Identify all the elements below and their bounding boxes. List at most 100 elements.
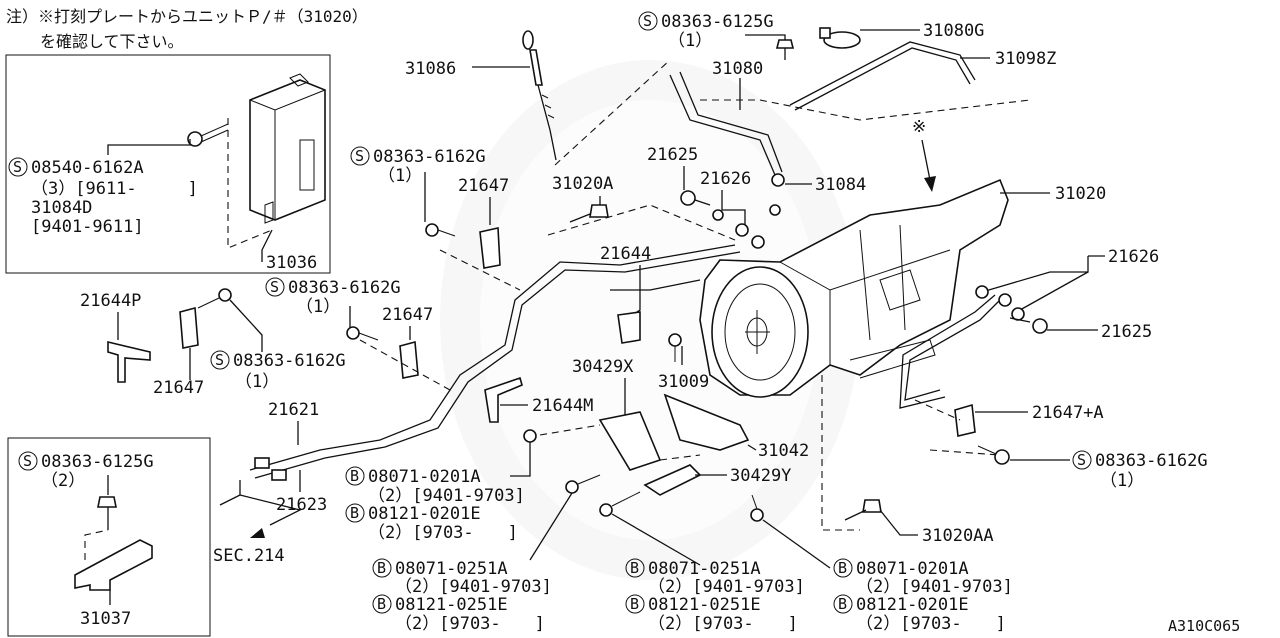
- label-31080: 31080: [712, 59, 763, 79]
- s4-qty: （1）: [235, 372, 279, 392]
- s1-qty: （1）: [668, 31, 712, 51]
- b6-qty: （2）[9401-9703]: [648, 577, 805, 597]
- s6-code: 08363-6125G: [41, 452, 154, 472]
- label-21626-right: 21626: [1108, 247, 1159, 267]
- screw-icon: [187, 123, 229, 147]
- s3-qty: （1）: [296, 297, 340, 317]
- bolt-icon-9: [599, 491, 641, 517]
- b7-code: 08121-0251E: [648, 595, 761, 615]
- b8-code: 08071-0201A: [856, 559, 969, 579]
- label-s3: S 08363-6162G （1）: [265, 277, 401, 317]
- label-31020: 31020: [1055, 184, 1106, 204]
- label-30429X: 30429X: [572, 357, 634, 377]
- svg-text:S: S: [215, 351, 224, 369]
- o-ring-icon-2: [769, 204, 781, 216]
- control-unit-part: [227, 73, 326, 249]
- s2-qty: （1）: [378, 166, 422, 186]
- banjo-bolt-icon: [680, 190, 711, 206]
- label-21626-top: 21626: [700, 169, 751, 189]
- o-ring-icon: [771, 173, 785, 187]
- cooler-tubes: [249, 244, 1001, 479]
- b2-code: 08071-0201A: [368, 467, 481, 487]
- label-31009: 31009: [658, 372, 709, 392]
- note-line-2: を確認して下さい。: [40, 32, 184, 51]
- b1-symbol: S: [13, 158, 22, 176]
- s3-code: 08363-6162G: [288, 278, 401, 298]
- s1-code: 08363-6125G: [661, 12, 774, 32]
- svg-text:S: S: [270, 278, 279, 296]
- label-31086: 31086: [405, 59, 456, 79]
- bracket-21647-left: [179, 306, 199, 349]
- mark-symbol: ※: [912, 117, 926, 137]
- label-s2: S 08363-6162G （1）: [350, 146, 486, 186]
- label-21625-top: 21625: [647, 145, 698, 165]
- svg-text:B: B: [630, 595, 639, 613]
- bracket-21644M: [484, 376, 523, 423]
- b7-qty: （2）[9703- ]: [648, 614, 798, 634]
- label-21647A: 21647+A: [1032, 403, 1104, 423]
- bracket-21647-top: [479, 227, 501, 269]
- b6-code: 08071-0251A: [648, 559, 761, 579]
- b9-qty: （2）[9703- ]: [856, 614, 1006, 634]
- label-b1: S 08540-6162A （3）[9611- ] 31084D [9401-9…: [8, 157, 198, 237]
- b1-code: 08540-6162A: [31, 158, 144, 178]
- bolt-icon: [775, 39, 795, 60]
- s6-qty: （2）: [41, 471, 85, 491]
- label-s4: S 08363-6162G （1）: [210, 350, 346, 392]
- svg-text:S: S: [355, 147, 364, 165]
- label-21644: 21644: [600, 244, 651, 264]
- b8-qty: （2）[9401-9703]: [856, 577, 1013, 597]
- b4-code: 08071-0251A: [395, 559, 508, 579]
- svg-text:B: B: [838, 559, 847, 577]
- label-b8: B 08071-0201A （2）[9401-9703]: [833, 558, 1013, 597]
- washer-icon-4: [975, 285, 989, 299]
- svg-text:S: S: [23, 452, 32, 470]
- label-21647-left: 21647: [153, 378, 204, 398]
- cover-31042: [663, 393, 750, 451]
- bolt-icon-10: [750, 494, 764, 522]
- inset-box-control-unit: [5, 54, 331, 274]
- arrow-sec-icon: [250, 528, 265, 538]
- label-31020AA: 31020AA: [922, 526, 994, 546]
- bolt-icon-7: [97, 496, 117, 530]
- label-s1: S 08363-6125G （1）: [638, 11, 774, 51]
- bolt-icon-4: [346, 326, 379, 341]
- b3-code: 08121-0201E: [368, 504, 481, 524]
- b3-qty: （2）[9703- ]: [368, 523, 518, 543]
- label-b9: B 08121-0201E （2）[9703- ]: [833, 594, 1006, 634]
- tube-ends: [254, 457, 301, 492]
- s4-code: 08363-6162G: [233, 351, 346, 371]
- b5-code: 08121-0251E: [395, 595, 508, 615]
- b5-qty: （2）[9703- ]: [395, 614, 545, 634]
- clamp-part: [819, 27, 861, 49]
- svg-text:B: B: [630, 559, 639, 577]
- svg-text:B: B: [838, 595, 847, 613]
- b1-alt: 31084D: [31, 198, 92, 218]
- s2-code: 08363-6162G: [373, 147, 486, 167]
- label-21625-right: 21625: [1101, 322, 1152, 342]
- label-sec: SEC.214: [213, 546, 285, 566]
- label-21647-top: 21647: [458, 176, 509, 196]
- label-b7: B 08121-0251E （2）[9703- ]: [625, 594, 798, 634]
- label-31084: 31084: [815, 175, 866, 195]
- label-b3: B 08121-0201E （2）[9703- ]: [345, 503, 518, 543]
- bracket-21647A: [954, 403, 976, 437]
- arrow-icon: [924, 176, 936, 192]
- label-b2: B 08071-0201A （2）[9401-9703]: [345, 466, 525, 506]
- washer-icon: [712, 209, 724, 221]
- label-31098Z: 31098Z: [995, 49, 1056, 69]
- bracket-21644P: [107, 340, 151, 383]
- label-31037: 31037: [80, 609, 131, 629]
- label-s6: S 08363-6125G （2）: [18, 451, 154, 491]
- label-31042: 31042: [758, 441, 809, 461]
- bracket-21644: [617, 311, 641, 344]
- b1-qty: （3）[9611- ]: [31, 179, 198, 199]
- washer-icon-3: [751, 235, 765, 249]
- bolt-icon-5: [523, 429, 537, 443]
- svg-text:B: B: [377, 559, 386, 577]
- label-31036: 31036: [266, 253, 317, 273]
- transmission-part: [699, 178, 1009, 398]
- bolt-icon-6: [977, 445, 1010, 465]
- b1-alt-range: [9401-9611]: [31, 217, 144, 237]
